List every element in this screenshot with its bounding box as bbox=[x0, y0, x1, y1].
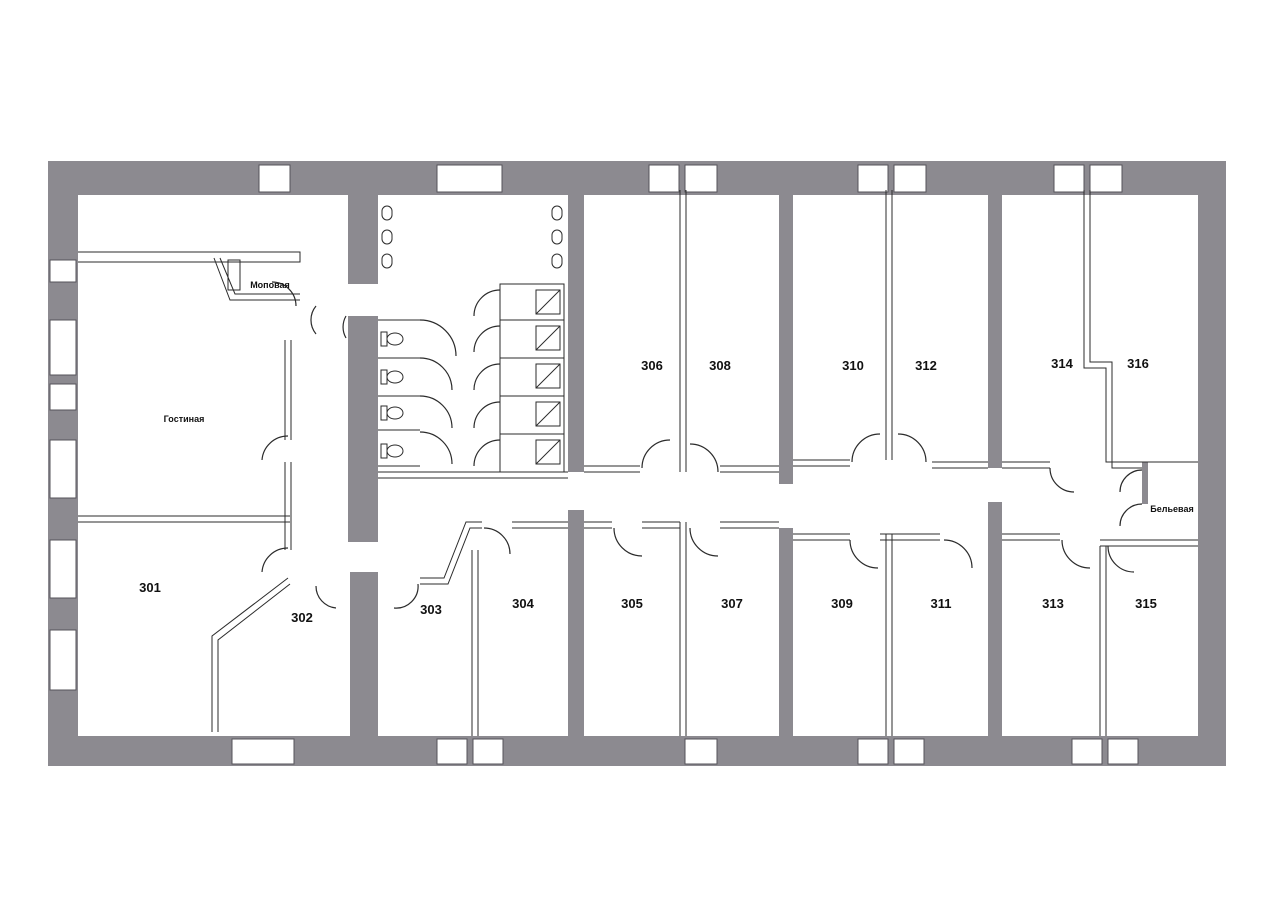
room-308-label: 308 bbox=[709, 358, 731, 373]
room-labels: 301 302 303 304 305 306 307 308 309 310 … bbox=[139, 280, 1194, 625]
living-room-label: Гостиная bbox=[164, 414, 205, 424]
room-313-label: 313 bbox=[1042, 596, 1064, 611]
windows bbox=[49, 164, 1139, 765]
room-307-label: 307 bbox=[721, 596, 743, 611]
room-304-label: 304 bbox=[512, 596, 534, 611]
room-306-label: 306 bbox=[641, 358, 663, 373]
wc-stalls bbox=[378, 283, 565, 473]
mop-room-label: Моповая bbox=[250, 280, 290, 290]
room-312-label: 312 bbox=[915, 358, 937, 373]
toilet-icon bbox=[380, 331, 404, 459]
linen-room-label: Бельевая bbox=[1150, 504, 1193, 514]
room-316-label: 316 bbox=[1127, 356, 1149, 371]
room-311-label: 311 bbox=[931, 596, 952, 611]
room-303-label: 303 bbox=[420, 602, 442, 617]
partitions bbox=[78, 190, 1198, 736]
door-swing-icon bbox=[261, 281, 1143, 609]
room-301-label: 301 bbox=[139, 580, 161, 595]
room-315-label: 315 bbox=[1135, 596, 1157, 611]
shower-icon bbox=[535, 289, 561, 465]
room-302-label: 302 bbox=[291, 610, 313, 625]
room-314-label: 314 bbox=[1051, 356, 1073, 371]
room-310-label: 310 bbox=[842, 358, 864, 373]
room-309-label: 309 bbox=[831, 596, 853, 611]
room-305-label: 305 bbox=[621, 596, 643, 611]
interior-walls bbox=[348, 190, 1148, 738]
sink-icon bbox=[381, 205, 563, 269]
